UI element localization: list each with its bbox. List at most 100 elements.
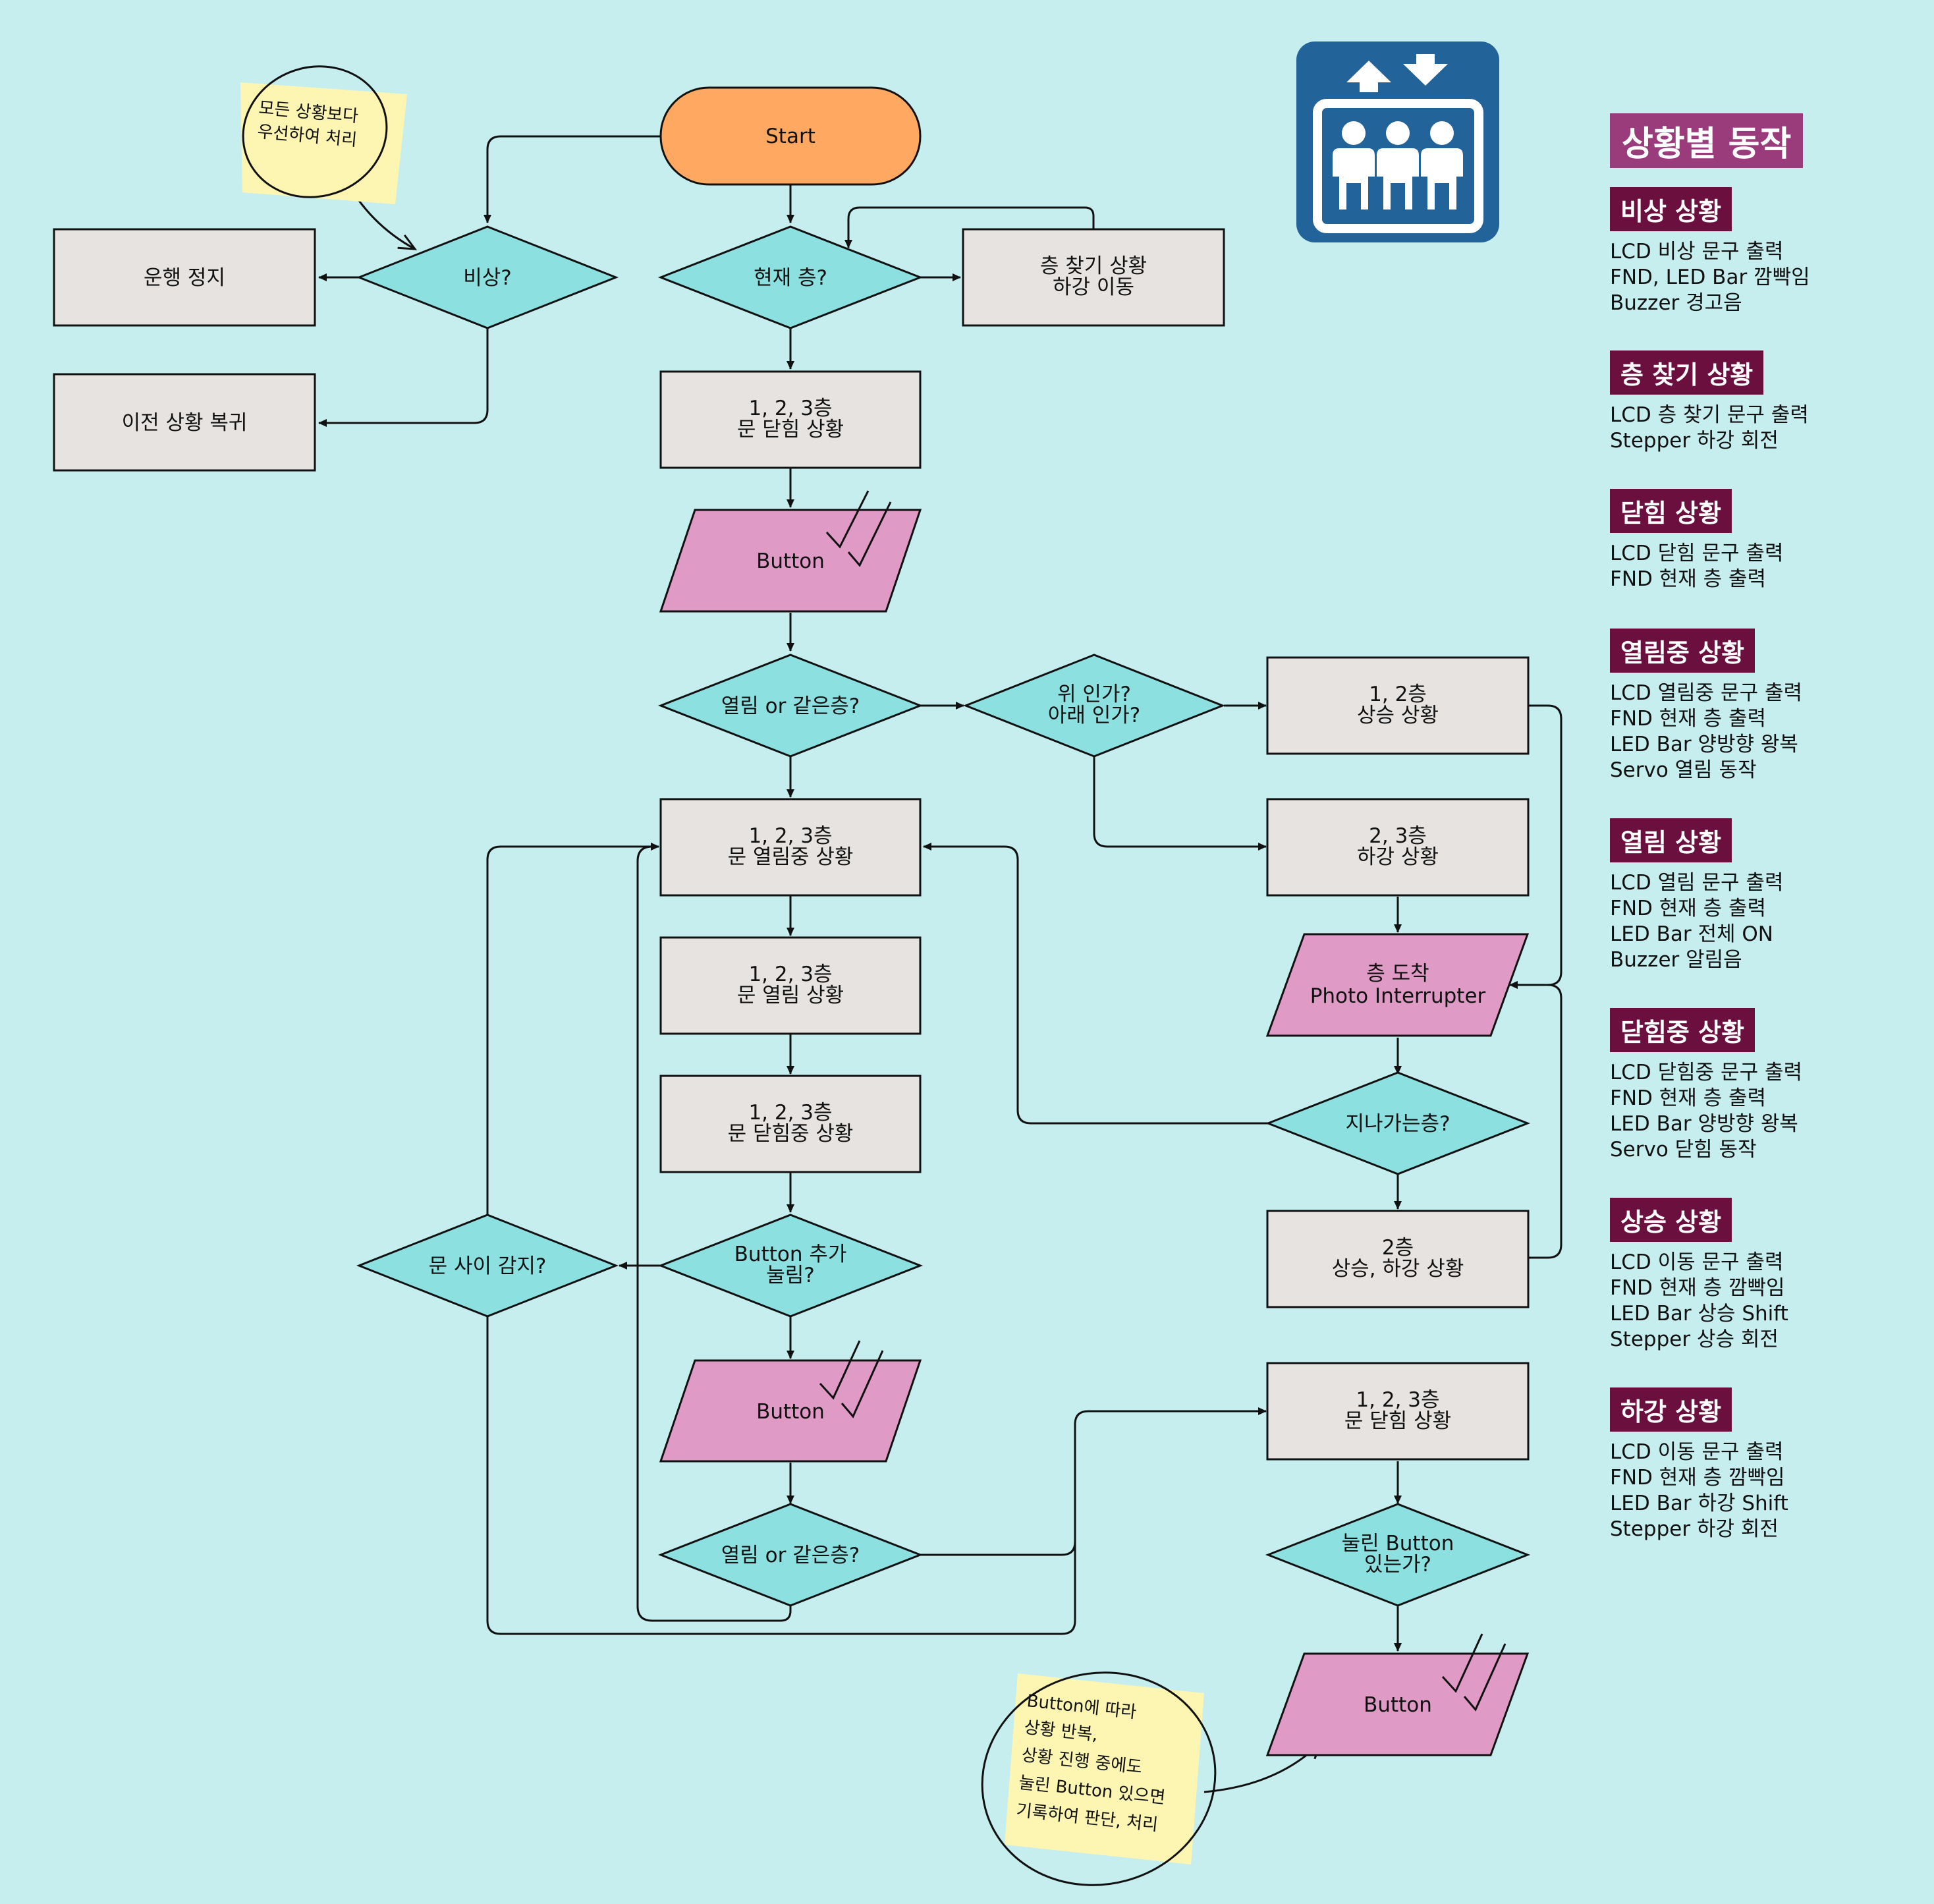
door-opening-process: 1, 2, 3층 문 열림중 상황 (659, 798, 922, 897)
legend-section-opening: 열림중 상황 LCD 열림중 문구 출력 FND 현재 층 출력 LED Bar… (1610, 629, 1802, 783)
legend-panel: 상황별 동작 비상 상황 LCD 비상 문구 출력 FND, LED Bar 깜… (1610, 113, 1920, 1541)
legend-heading: 닫힘중 상황 (1610, 1008, 1755, 1052)
legend-heading: 닫힘 상황 (1610, 489, 1732, 533)
legend-section-falling: 하강 상황 LCD 이동 문구 출력 FND 현재 층 깜빡임 LED Bar … (1610, 1387, 1788, 1542)
button-input-2-label: Button (756, 1400, 825, 1424)
legend-line: Servo 열림 동작 (1610, 758, 1757, 782)
legend-line: FND, LED Bar 깜빡임 (1610, 266, 1810, 289)
current-floor-decision-label: 현재 층? (754, 266, 827, 290)
legend-heading: 상승 상황 (1610, 1198, 1732, 1242)
door-open-process: 1, 2, 3층 문 열림 상황 (659, 936, 922, 1035)
photo-interrupter-label-1: 층 도착 (1366, 962, 1429, 986)
legend-line: Servo 닫힘 동작 (1610, 1138, 1757, 1162)
legend-heading: 비상 상황 (1610, 187, 1732, 231)
legend-line: LED Bar 하강 Shift (1610, 1492, 1788, 1515)
legend-line: Buzzer 알림음 (1610, 948, 1742, 972)
legend-title: 상황별 동작 (1610, 113, 1804, 168)
legend-section-closed: 닫힘 상황 LCD 닫힘 문구 출력 FND 현재 층 출력 (1610, 489, 1783, 592)
legend-section-open: 열림 상황 LCD 열림 문구 출력 FND 현재 층 출력 LED Bar 전… (1610, 818, 1783, 973)
door-detect-decision: 문 사이 감지? (356, 1214, 619, 1318)
falling-23-process: 2, 3층 하강 상황 (1266, 798, 1530, 897)
open-same-floor-decision-1-label: 열림 or 같은층? (721, 694, 860, 718)
door-closed-process-1: 1, 2, 3층 문 닫힘 상황 (659, 370, 922, 469)
extra-button-decision-label-1: Button 추가 (734, 1243, 847, 1266)
legend-line: LCD 층 찾기 문구 출력 (1610, 403, 1809, 427)
stop-process-label: 운행 정지 (144, 266, 225, 290)
legend-line: LCD 열림중 문구 출력 (1610, 681, 1802, 705)
door-closed-process-2-label-1: 1, 2, 3층 (1356, 1388, 1439, 1412)
extra-button-decision: Button 추가 눌림? (657, 1214, 924, 1318)
door-closed-process-1-label-1: 1, 2, 3층 (748, 397, 832, 420)
door-open-process-label-2: 문 열림 상황 (737, 984, 844, 1007)
legend-section-closing: 닫힘중 상황 LCD 닫힘중 문구 출력 FND 현재 층 출력 LED Bar… (1610, 1008, 1802, 1163)
edge-updown-to-falling23 (1093, 756, 1267, 851)
legend-line: LCD 닫힘 문구 출력 (1610, 542, 1784, 565)
falling-23-process-label-1: 2, 3층 (1369, 824, 1427, 848)
button-input-3: Button (1265, 1633, 1530, 1756)
rising-12-process-label-1: 1, 2층 (1369, 683, 1427, 706)
button-input-2: Button (659, 1340, 922, 1463)
find-floor-process-label-2: 하강 이동 (1053, 275, 1134, 299)
up-down-decision-label-1: 위 인가? (1057, 683, 1131, 706)
floor2-updown-process: 2층 상승, 하강 상황 (1266, 1210, 1530, 1308)
legend-heading: 열림 상황 (1610, 818, 1732, 862)
door-opening-process-label-2: 문 열림중 상황 (728, 845, 854, 869)
edge-floor2-to-arrival (1509, 981, 1562, 1259)
repeat-sticky-note: Button에 따라 상황 반복, 상황 진행 중에도 눌린 Button 있으… (981, 1671, 1217, 1886)
edge-open-same2-to-closed2 (920, 1407, 1267, 1556)
falling-23-process-label-2: 하강 상황 (1357, 845, 1439, 869)
door-closed-process-2: 1, 2, 3층 문 닫힘 상황 (1266, 1362, 1530, 1461)
emergency-decision-label: 비상? (463, 266, 512, 290)
legend-line: FND 현재 층 출력 (1610, 1086, 1767, 1110)
rising-12-process-label-2: 상승 상황 (1357, 704, 1439, 727)
legend-heading: 하강 상황 (1610, 1387, 1732, 1432)
edge-rising12-to-arrival (1509, 704, 1562, 989)
legend-line: FND 현재 층 깜빡임 (1610, 1466, 1785, 1490)
floor2-updown-process-label-1: 2층 (1382, 1236, 1414, 1260)
legend-line: LCD 닫힘중 문구 출력 (1610, 1061, 1802, 1084)
legend-line: LED Bar 양방향 왕복 (1610, 733, 1798, 756)
edge-find-to-current-floor (844, 206, 1095, 248)
edge-door-detect-to-opening (486, 843, 659, 1214)
find-floor-process: 층 찾기 상황 하강 이동 (962, 228, 1225, 327)
edge-passing-to-opening (923, 843, 1268, 1125)
button-input-3-label: Button (1364, 1693, 1432, 1717)
checkmark-icon (819, 1340, 884, 1418)
door-closing-process-label-1: 1, 2, 3층 (748, 1101, 832, 1125)
priority-sticky-note: 모든 상황보다 우선하여 처리 (240, 65, 407, 204)
door-closed-process-1-label-2: 문 닫힘 상황 (737, 418, 844, 441)
edge-door-detect-down (486, 1316, 1062, 1635)
extra-button-decision-label-2: 눌림? (766, 1264, 815, 1287)
checkmark-icon (1441, 1633, 1506, 1712)
restore-process-label: 이전 상황 복귀 (122, 411, 248, 435)
restore-process: 이전 상황 복귀 (53, 373, 316, 472)
open-same-floor-decision-2-label: 열림 or 같은층? (721, 1544, 860, 1567)
pressed-button-decision: 눌린 Button 있는가? (1265, 1503, 1531, 1607)
door-closing-process-label-2: 문 닫힘중 상황 (728, 1122, 854, 1146)
legend-line: Stepper 하강 회전 (1610, 1517, 1779, 1541)
find-floor-process-label-1: 층 찾기 상황 (1040, 254, 1147, 278)
elevator-icon (1296, 42, 1499, 242)
legend-line: LCD 비상 문구 출력 (1610, 240, 1784, 264)
connectors (318, 135, 1562, 1793)
edge-open-same2-loop-to-opening (636, 843, 792, 1622)
legend-section-rising: 상승 상황 LCD 이동 문구 출력 FND 현재 층 깜빡임 LED Bar … (1610, 1198, 1788, 1353)
checkmark-icon (825, 490, 892, 567)
stop-process: 운행 정지 (53, 228, 316, 327)
passing-floor-decision: 지나가는층? (1265, 1071, 1531, 1175)
button-input-1-label: Button (756, 549, 825, 573)
legend-heading: 열림중 상황 (1610, 629, 1755, 673)
door-detect-decision-label: 문 사이 감지? (429, 1254, 547, 1278)
rising-12-process: 1, 2층 상승 상황 (1266, 656, 1530, 755)
up-down-decision-label-2: 아래 인가? (1048, 704, 1140, 727)
button-input-1: Button (659, 490, 922, 613)
legend-line: LCD 이동 문구 출력 (1610, 1250, 1784, 1274)
door-open-process-label-1: 1, 2, 3층 (748, 963, 832, 986)
open-same-floor-decision-1: 열림 or 같은층? (657, 654, 924, 758)
legend-line: LED Bar 양방향 왕복 (1610, 1112, 1798, 1136)
door-closed-process-2-label-2: 문 닫힘 상황 (1344, 1409, 1451, 1433)
photo-interrupter-label-2: Photo Interrupter (1310, 984, 1486, 1008)
start-terminal: Start (659, 86, 922, 186)
open-same-floor-decision-2: 열림 or 같은층? (657, 1503, 924, 1607)
